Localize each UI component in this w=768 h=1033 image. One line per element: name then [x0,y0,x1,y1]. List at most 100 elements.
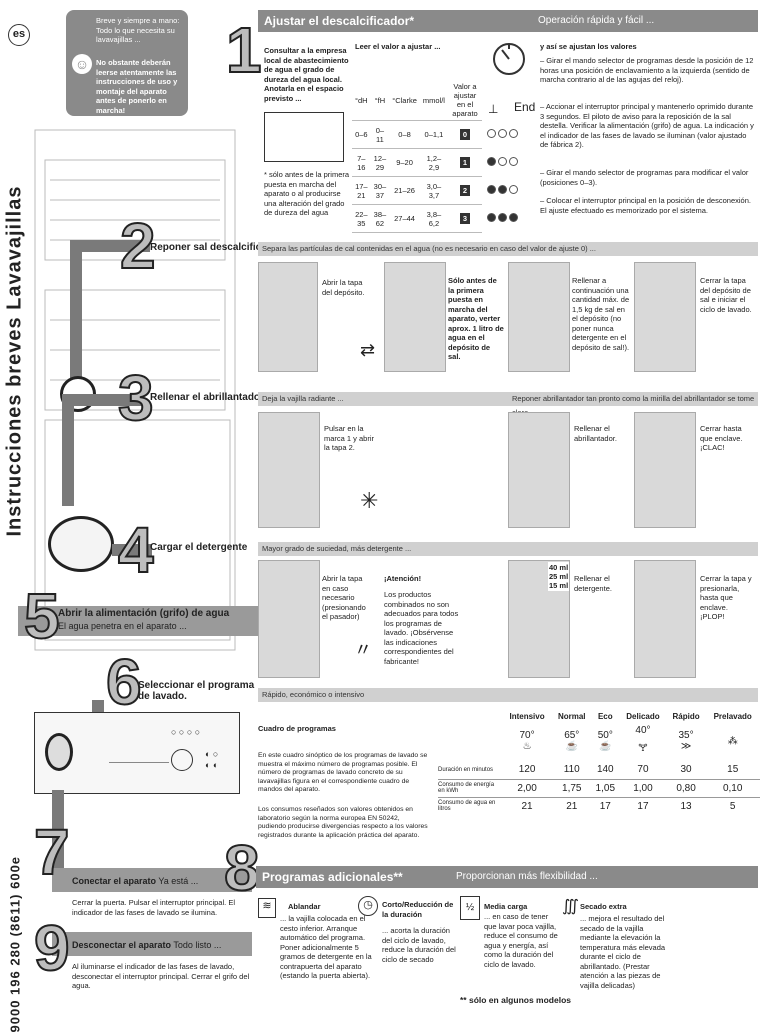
s8-item-4-text: ... mejora el resultado del secado de la… [580,914,666,990]
s9-label: Desconectar el aparato [72,940,172,950]
led-row: ○ ○ ○ ○ [171,727,201,737]
s2-image-1 [258,262,318,372]
intro-box: ☺ Breve y siempre a mano: Todo lo que ne… [66,10,188,116]
main-switch-button[interactable] [45,733,73,771]
s7-band [52,868,252,892]
program-knob[interactable] [171,749,193,771]
s8-item-1-text: ... la vajilla colocada en el cesto infe… [280,914,372,980]
s2-image-2 [384,262,446,372]
temp: 40° [635,725,651,736]
arrow-icon: ⇄ [360,340,376,360]
s6-desc-2: Los consumos reseñados son valores obten… [258,806,428,839]
s9-label-tail: Todo listo ... [173,940,222,950]
ml-15: 15 ml [549,581,569,590]
duration-cell: 140 [596,764,614,776]
col-fh: °fH [370,80,390,121]
s2-text-1: Abrir la tapa del depósito. [322,278,365,297]
s2-image-4 [634,262,696,372]
s8-item-3-title: Media carga [484,902,528,911]
program-table: Intensivo Normal Eco Delicado Rápido Pre… [438,712,760,815]
s2-text-4: Cerrar la tapa del depósito de sal e ini… [700,276,752,314]
s3-pointer-v [62,394,74,506]
step-7-number: 7 [33,816,71,888]
dot-icon [498,157,507,167]
water-cell: 21 [521,800,533,812]
s4-band: Mayor grado de suciedad, más detergente … [258,542,758,556]
hardness-entry-box[interactable] [264,112,344,162]
intro-text-2: No obstante deberán leerse atentamente l… [96,58,178,115]
cell: 1,2–2,9 [419,148,448,177]
dot-icon [487,185,496,195]
cell: 1 [448,148,482,177]
s2-text-3: Rellenar a continuación una cantidad máx… [572,276,630,352]
temp-cell: ⁂ [705,721,760,761]
s6-cuadro: Cuadro de programas [258,724,336,733]
dot-icon [509,185,518,195]
s1-note: * sólo antes de la primera puesta en mar… [264,170,350,217]
row-label-water: Consumo de agua en litros [438,800,496,813]
s4-image-3 [634,560,696,678]
s3-band-right: Reponer abrillantador tan pronto como la… [508,392,758,417]
s3-label: Rellenar el abrillantador [150,392,264,403]
water-lines-icon: 〃 [354,640,372,660]
cell: 22–35 [352,204,371,233]
temp-cell: 50°☕ [591,721,619,761]
s3-image-1 [258,412,320,528]
value-badge: 3 [459,213,471,224]
energy-cell: 1,75 [562,782,582,794]
s4-image-1 [258,560,320,678]
dot-icon [509,129,518,139]
duration-cell: 15 [727,764,739,776]
dot-icon [487,213,496,223]
temp-cell: 40°🝖 [619,721,667,761]
lang-badge: es [8,24,30,46]
s8-item-4-title: Secado extra [580,902,627,911]
cell: 30–37 [370,176,390,205]
s6-desc-1: En este cuadro sinóptico de los programa… [258,752,428,793]
s5-label: Abrir la alimentación (grifo) de agua [58,608,230,619]
duration-cell: 70 [637,764,649,776]
s2-image-3 [508,262,570,372]
energy-cell: 2,00 [517,782,537,794]
s3-band-left: Deja la vajilla radiante ... [258,392,508,406]
s8-item-2-title: Corto/Reducción de la duración [382,900,454,919]
value-badge: 0 [459,129,471,140]
clock-icon [493,43,525,75]
s1-read-value: Leer el valor a ajustar ... [355,42,441,51]
s8-item-1-title: Ablandar [288,902,321,911]
temp-cell: 35°≫ [667,721,706,761]
cell: 0 [448,120,482,149]
dot-icon [498,213,507,223]
water-cell: 5 [729,800,736,812]
program-delicado: Delicado [626,712,660,721]
s4-attention-title: ¡Atención! [384,574,422,583]
step-9-number: 9 [33,912,71,984]
pot-icon: ☕ [565,741,578,752]
program-prelavado: Prelavado [713,712,752,721]
dispenser-marker [48,516,114,572]
temp-cell: 70°♨ [502,721,552,761]
s9-text: Al iluminarse el indicador de las fases … [72,962,250,990]
program-buttons[interactable]: ◐ ○◐ ◐ [205,749,219,770]
step-6-number: 6 [105,646,143,718]
ml-25: 25 ml [549,572,569,581]
col-dh: °dH [352,80,371,121]
row-label-duration: Duración en minutos [438,766,494,773]
control-panel: ○ ○ ○ ○ ◐ ○◐ ◐ [34,712,240,794]
cell: 12–29 [370,148,390,177]
s1-header: Ajustar el descalcificador* Operación rá… [258,10,758,32]
s3-text-1: Pulsar en la marca 1 y abrir la tapa 2. [324,424,375,452]
step-8-number: 8 [223,832,261,904]
sparkle-icon: ✳ [360,488,379,513]
col-clarke: °Clarke [389,80,420,121]
dot-icon [509,213,518,223]
s4-text-4: Cerrar la tapa y presionarla, hasta que … [700,574,752,621]
s4-label: Cargar el detergente [150,542,248,553]
s8-item-2-text: ... acorta la duración del ciclo de lava… [382,926,456,964]
cell: 0–11 [370,120,390,149]
duration-cell: 30 [680,764,692,776]
s1-title: Ajustar el descalcificador* [264,14,415,28]
s3-text-3: Cerrar hasta que enclave. ¡CLAC! [700,424,743,452]
s8-header: Programas adicionales** Proporcionan más… [256,866,758,888]
display [109,743,169,763]
